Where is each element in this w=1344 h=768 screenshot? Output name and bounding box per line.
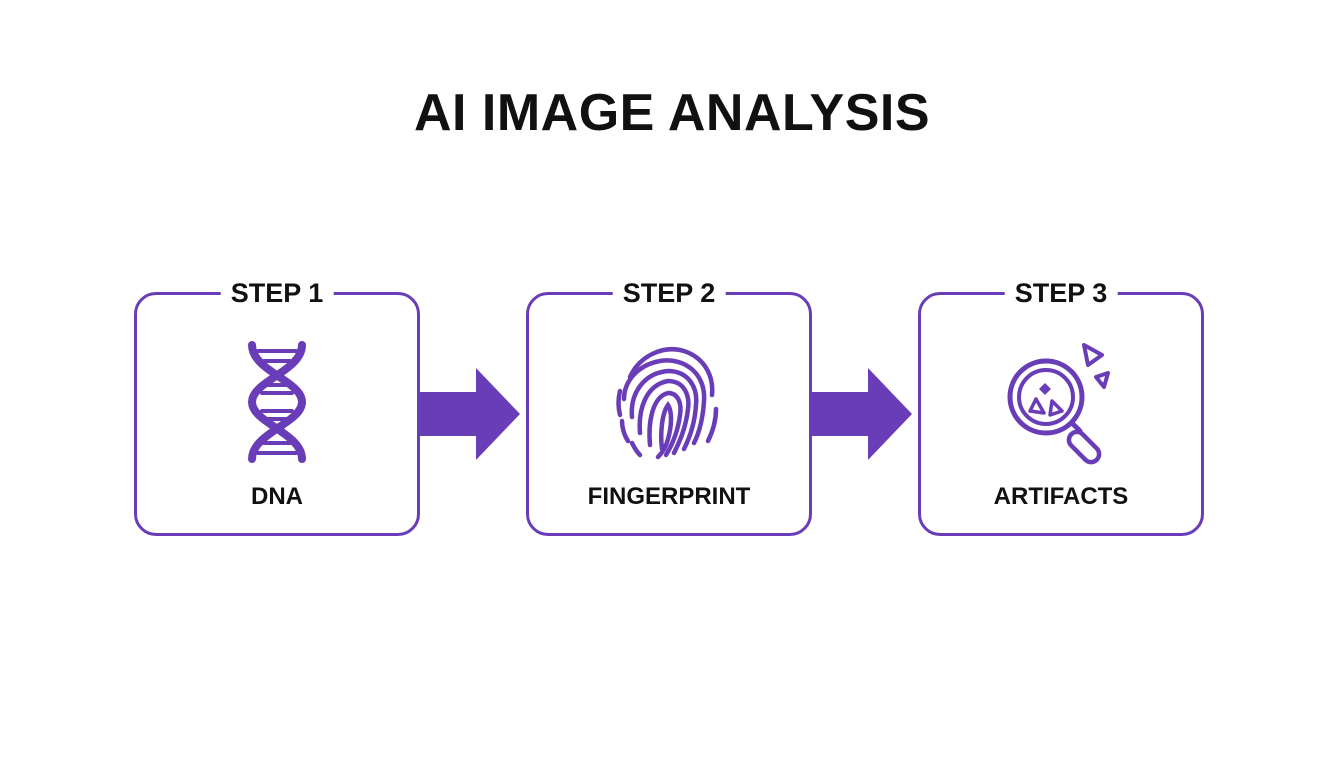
- step-card-artifacts: STEP 3 ARTIFACTS: [918, 273, 1204, 536]
- step-card-dna: STEP 1 DNA: [134, 273, 420, 536]
- step-card-fingerprint: STEP 2 FINGERPRINT: [526, 273, 812, 536]
- fingerprint-icon: [604, 337, 734, 467]
- step-name: DNA: [251, 483, 303, 510]
- step-name: FINGERPRINT: [587, 483, 751, 510]
- arrow-right-icon: [812, 368, 912, 460]
- page-title: AI IMAGE ANALYSIS: [413, 84, 931, 142]
- step-name: ARTIFACTS: [993, 483, 1129, 510]
- arrow-right-icon: [420, 368, 520, 460]
- step-label: STEP 2: [612, 273, 726, 313]
- step-label: STEP 3: [1004, 273, 1118, 313]
- magnifier-artifacts-icon: [996, 337, 1126, 467]
- dna-icon: [212, 337, 342, 467]
- step-label: STEP 1: [220, 273, 334, 313]
